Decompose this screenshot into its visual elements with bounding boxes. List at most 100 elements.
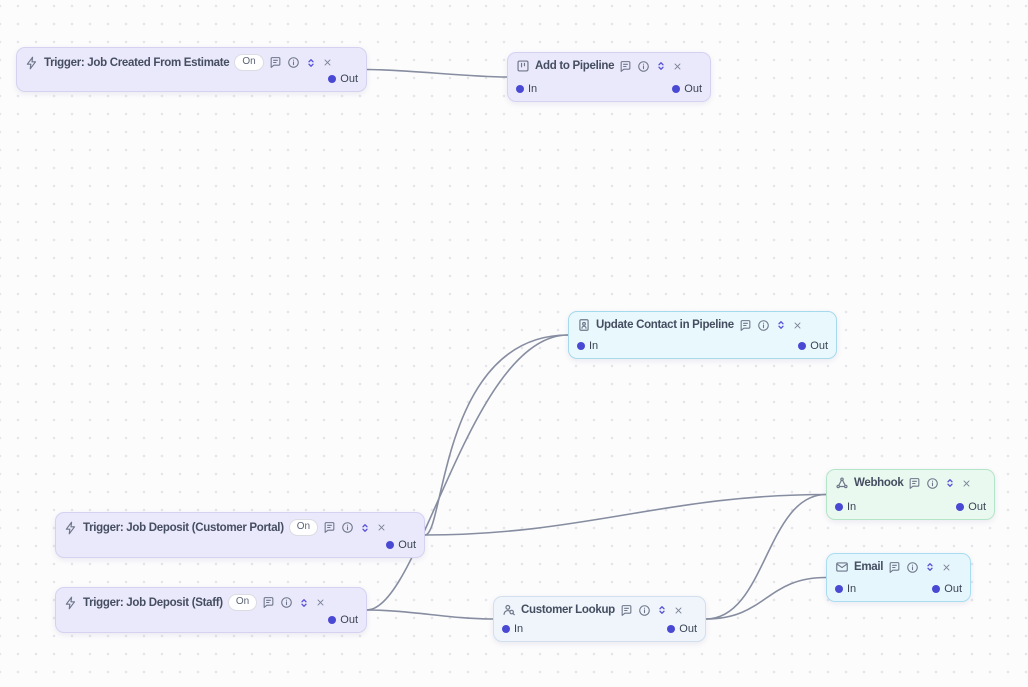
bolt-icon bbox=[25, 56, 39, 70]
close-icon[interactable] bbox=[961, 478, 972, 489]
port-dot[interactable] bbox=[798, 342, 807, 350]
port-dot[interactable] bbox=[502, 625, 510, 633]
note-icon[interactable] bbox=[269, 56, 282, 69]
expand-collapse-icon[interactable] bbox=[924, 561, 936, 573]
node-email[interactable]: Email In Out bbox=[826, 553, 971, 602]
node-customer-lookup[interactable]: Customer Lookup In Out bbox=[493, 596, 706, 642]
port-in[interactable]: In bbox=[502, 623, 523, 635]
info-icon[interactable] bbox=[906, 561, 919, 574]
info-icon[interactable] bbox=[757, 319, 770, 332]
expand-collapse-icon[interactable] bbox=[775, 319, 787, 331]
node-update-contact-in-pipeline[interactable]: Update Contact in Pipeline In Out bbox=[568, 311, 837, 359]
port-in[interactable]: In bbox=[835, 501, 856, 513]
port-out[interactable]: Out bbox=[672, 83, 702, 95]
node-title: Trigger: Job Deposit (Customer Portal) bbox=[83, 521, 284, 534]
close-icon[interactable] bbox=[315, 597, 326, 608]
note-icon[interactable] bbox=[619, 60, 632, 73]
note-icon[interactable] bbox=[739, 319, 752, 332]
close-icon[interactable] bbox=[673, 605, 684, 616]
bolt-icon bbox=[64, 596, 78, 610]
expand-collapse-icon[interactable] bbox=[298, 597, 310, 609]
expand-collapse-icon[interactable] bbox=[944, 477, 956, 489]
node-title: Update Contact in Pipeline bbox=[596, 319, 734, 331]
node-add-to-pipeline[interactable]: Add to Pipeline In Out bbox=[507, 52, 711, 102]
edge-customer-lookup-to-email[interactable] bbox=[705, 576, 827, 620]
edge-customer-lookup-to-webhook[interactable] bbox=[705, 493, 827, 620]
port-dot[interactable] bbox=[516, 85, 524, 93]
close-icon[interactable] bbox=[322, 57, 333, 68]
port-out[interactable]: Out bbox=[932, 583, 962, 595]
port-dot[interactable] bbox=[577, 342, 585, 350]
info-icon[interactable] bbox=[280, 596, 293, 609]
contact-card-icon bbox=[577, 318, 591, 332]
port-in-label: In bbox=[847, 501, 857, 513]
port-dot[interactable] bbox=[328, 75, 337, 83]
port-out[interactable]: Out bbox=[328, 73, 358, 85]
user-search-icon bbox=[502, 603, 516, 617]
port-in[interactable]: In bbox=[516, 83, 537, 95]
close-icon[interactable] bbox=[792, 320, 803, 331]
port-dot[interactable] bbox=[835, 503, 843, 511]
port-out[interactable]: Out bbox=[956, 501, 986, 513]
expand-collapse-icon[interactable] bbox=[656, 604, 668, 616]
port-out-label: Out bbox=[684, 83, 702, 95]
expand-collapse-icon[interactable] bbox=[655, 60, 667, 72]
mail-icon bbox=[835, 560, 849, 574]
port-dot[interactable] bbox=[956, 503, 965, 511]
node-trigger-job-deposit-staff[interactable]: Trigger: Job Deposit (Staff) On Out bbox=[55, 587, 367, 633]
webhook-icon bbox=[835, 476, 849, 490]
pipeline-board-icon bbox=[516, 59, 530, 73]
on-toggle[interactable]: On bbox=[234, 54, 264, 71]
edge-portal-to-webhook[interactable] bbox=[424, 493, 827, 536]
note-icon[interactable] bbox=[888, 561, 901, 574]
edge-estimate-to-add-to-pipeline[interactable] bbox=[366, 68, 508, 78]
port-out-label: Out bbox=[340, 73, 358, 85]
port-out[interactable]: Out bbox=[386, 539, 416, 551]
port-out-label: Out bbox=[398, 539, 416, 551]
info-icon[interactable] bbox=[638, 604, 651, 617]
port-dot[interactable] bbox=[932, 585, 941, 593]
note-icon[interactable] bbox=[323, 521, 336, 534]
port-in[interactable]: In bbox=[835, 583, 856, 595]
close-icon[interactable] bbox=[376, 522, 387, 533]
port-in-label: In bbox=[528, 83, 538, 95]
port-in-label: In bbox=[514, 623, 524, 635]
node-webhook[interactable]: Webhook In Out bbox=[826, 469, 995, 520]
info-icon[interactable] bbox=[341, 521, 354, 534]
port-out-label: Out bbox=[679, 623, 697, 635]
note-icon[interactable] bbox=[262, 596, 275, 609]
close-icon[interactable] bbox=[941, 562, 952, 573]
port-dot[interactable] bbox=[667, 625, 676, 633]
expand-collapse-icon[interactable] bbox=[359, 522, 371, 534]
port-out[interactable]: Out bbox=[328, 614, 358, 626]
node-title: Email bbox=[854, 561, 884, 573]
port-dot[interactable] bbox=[835, 585, 843, 593]
close-icon[interactable] bbox=[672, 61, 683, 72]
note-icon[interactable] bbox=[620, 604, 633, 617]
port-dot[interactable] bbox=[386, 541, 395, 549]
bolt-icon bbox=[64, 521, 78, 535]
note-icon[interactable] bbox=[908, 477, 921, 490]
on-toggle[interactable]: On bbox=[227, 594, 258, 611]
node-trigger-job-created-from-estimate[interactable]: Trigger: Job Created From Estimate On Ou… bbox=[16, 47, 367, 92]
port-dot[interactable] bbox=[672, 85, 681, 93]
info-icon[interactable] bbox=[926, 477, 939, 490]
node-trigger-job-deposit-customer-portal[interactable]: Trigger: Job Deposit (Customer Portal) O… bbox=[55, 512, 425, 558]
node-title: Customer Lookup bbox=[521, 604, 615, 616]
edge-portal-to-update-contact[interactable] bbox=[424, 334, 569, 536]
expand-collapse-icon[interactable] bbox=[305, 57, 317, 69]
on-toggle[interactable]: On bbox=[288, 519, 319, 536]
info-icon[interactable] bbox=[287, 56, 300, 69]
info-icon[interactable] bbox=[637, 60, 650, 73]
port-out[interactable]: Out bbox=[667, 623, 697, 635]
port-dot[interactable] bbox=[328, 616, 337, 624]
port-out-label: Out bbox=[340, 614, 358, 626]
port-out[interactable]: Out bbox=[798, 340, 828, 352]
port-out-label: Out bbox=[944, 583, 962, 595]
port-in-label: In bbox=[847, 583, 857, 595]
edge-staff-to-update-contact[interactable] bbox=[366, 334, 569, 611]
port-in[interactable]: In bbox=[577, 340, 598, 352]
edge-staff-to-customer-lookup[interactable] bbox=[366, 609, 494, 620]
